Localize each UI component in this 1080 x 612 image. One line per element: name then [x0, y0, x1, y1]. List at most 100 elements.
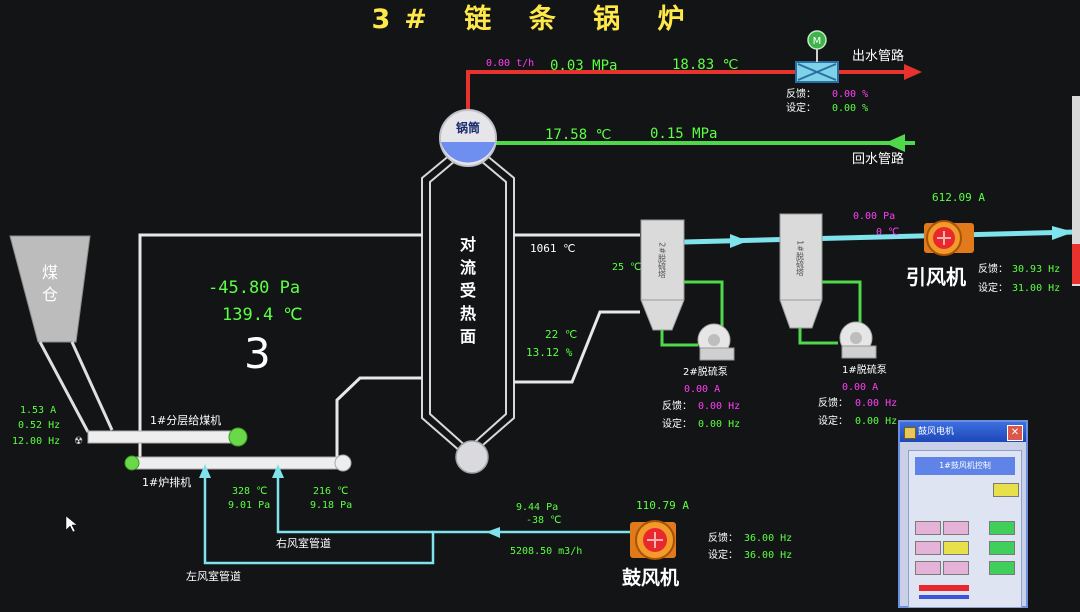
- right-duct-label: 右风室管道: [276, 536, 331, 550]
- idfan-feedback-label: 反馈：: [978, 262, 1008, 275]
- popup-green-button-3[interactable]: [989, 561, 1015, 575]
- svg-text:M: M: [813, 36, 822, 47]
- coal-bunker-label-2: 仓: [42, 285, 58, 304]
- outlet-temp: 18.83 ℃: [672, 57, 738, 73]
- popup-yellow-button-2[interactable]: [943, 541, 969, 555]
- outlet-valve-icon[interactable]: M: [795, 30, 839, 83]
- desulf-pump2-set: 0.00 Hz: [855, 416, 897, 427]
- desulf-pump2-current: 0.00 A: [842, 382, 878, 393]
- fdfan-set: 36.00 Hz: [744, 550, 792, 561]
- desulf-pump-2-icon[interactable]: [697, 323, 735, 361]
- outlet-pipe-label: 出水管路: [852, 48, 904, 64]
- mouse-cursor-icon: [65, 515, 78, 533]
- desulf-pump1-feedback-label: 反馈：: [662, 399, 692, 412]
- feeder-label: 1#分层给煤机: [150, 413, 221, 427]
- idfan-feedback: 30.93 Hz: [1012, 264, 1060, 275]
- convection-label-1: 对: [460, 235, 476, 254]
- idfan-set: 31.00 Hz: [1012, 283, 1060, 294]
- feeder-freq: 0.52 Hz: [18, 420, 60, 431]
- return-pressure: 0.15 MPa: [650, 126, 717, 142]
- air-pressure: 9.44 Pa: [516, 502, 558, 513]
- chain-grate[interactable]: [124, 454, 352, 472]
- outlet-flow: 0.00 t/h: [486, 58, 534, 69]
- desulf-tower1-label: 2#脱硫塔: [658, 242, 667, 279]
- desulfurization-tower-2[interactable]: [640, 219, 685, 331]
- idfan-label: 引风机: [906, 265, 966, 289]
- popup-pink-button-5[interactable]: [943, 561, 969, 575]
- desulf-pipe-1: [684, 280, 724, 330]
- desulf-pump2-label: 1#脱硫泵: [842, 363, 887, 376]
- convection-label-4: 热: [460, 304, 476, 323]
- flue-ducts: [138, 233, 640, 458]
- popup-body: 1#鼓风机控制: [908, 450, 1022, 608]
- return-pipe-label: 回水管路: [852, 151, 904, 167]
- grate-temp2: 216 ℃: [313, 486, 348, 497]
- return-temp: 17.58 ℃: [545, 127, 611, 143]
- layered-coal-feeder[interactable]: [87, 427, 248, 447]
- idfan-current: 612.09 A: [932, 191, 985, 204]
- fdfan-feedback: 36.00 Hz: [744, 533, 792, 544]
- feeder-current: 1.53 A: [20, 405, 56, 416]
- desulf-tower2-label: 1#脱硫塔: [796, 240, 805, 277]
- grate-pa1: 9.01 Pa: [228, 500, 270, 511]
- desulf-pump-1-icon[interactable]: [839, 321, 877, 359]
- outlet-set-label: 设定：: [786, 101, 816, 114]
- grate-pa2: 9.18 Pa: [310, 500, 352, 511]
- feeder-freq2: 12.00 Hz: [12, 436, 60, 447]
- idfan-temp: 0 ℃: [876, 227, 899, 238]
- idfan-set-label: 设定：: [978, 281, 1008, 294]
- flue-pct: 13.12 %: [526, 346, 573, 359]
- desulf-pump1-set: 0.00 Hz: [698, 419, 740, 430]
- flue-temp-top: 1061 ℃: [530, 242, 575, 255]
- fan-control-popup[interactable]: 鼓风电机 ✕ 1#鼓风机控制: [898, 420, 1028, 608]
- popup-pink-button-2[interactable]: [943, 521, 969, 535]
- popup-pink-button-1[interactable]: [915, 521, 941, 535]
- flue-gas-pipe: [683, 226, 1076, 248]
- popup-progress-bar: [919, 585, 969, 591]
- forced-draft-fan-icon[interactable]: [630, 520, 676, 560]
- air-temp: -38 ℃: [526, 515, 561, 526]
- right-edge-panel: [1072, 96, 1080, 286]
- desulfurization-tower-1[interactable]: [779, 213, 823, 329]
- fdfan-label: 鼓风机: [622, 566, 679, 589]
- drum-label: 锅筒: [456, 120, 480, 135]
- desulf-pump2-feedback: 0.00 Hz: [855, 398, 897, 409]
- desulf-pipe-1b: [660, 330, 698, 347]
- coal-bunker[interactable]: [9, 235, 114, 433]
- outlet-feedback-label: 反馈：: [786, 87, 816, 100]
- fdfan-feedback-label: 反馈：: [708, 531, 738, 544]
- popup-green-button-2[interactable]: [989, 541, 1015, 555]
- close-icon[interactable]: ✕: [1007, 425, 1023, 441]
- outlet-pressure: 0.03 MPa: [550, 58, 617, 74]
- fdfan-set-label: 设定：: [708, 548, 738, 561]
- flue-temp-22: 22 ℃: [545, 328, 577, 341]
- desulf-pump1-current: 0.00 A: [684, 384, 720, 395]
- coal-bunker-label-1: 煤: [42, 263, 58, 282]
- desulf-pump2-feedback-label: 反馈：: [818, 396, 848, 409]
- convection-label-2: 流: [460, 258, 476, 277]
- grate-temp1: 328 ℃: [232, 486, 267, 497]
- furnace-pressure: -45.80 Pa: [208, 278, 300, 298]
- desulf-pump1-label: 2#脱硫泵: [683, 365, 728, 378]
- air-ducts: [199, 464, 630, 565]
- idfan-pressure: 0.00 Pa: [853, 211, 895, 222]
- popup-titlebar[interactable]: 鼓风电机 ✕: [900, 422, 1026, 442]
- popup-green-button-1[interactable]: [989, 521, 1015, 535]
- induced-draft-fan-icon[interactable]: [924, 220, 974, 256]
- furnace-number: 3: [244, 329, 271, 378]
- popup-pink-button-3[interactable]: [915, 541, 941, 555]
- fdfan-current: 110.79 A: [636, 499, 689, 512]
- convection-label-5: 面: [460, 327, 476, 346]
- desulf-pump2-set-label: 设定：: [818, 414, 848, 427]
- steam-drum[interactable]: [439, 109, 497, 167]
- svg-text:☢: ☢: [74, 436, 83, 447]
- desulf-pipe-2: [822, 280, 862, 325]
- desulf-pump1-feedback: 0.00 Hz: [698, 401, 740, 412]
- grate-label: 1#炉排机: [142, 475, 191, 489]
- popup-yellow-button[interactable]: [993, 483, 1019, 497]
- lower-drum: [455, 440, 489, 474]
- air-flow: 5208.50 m3/h: [510, 546, 582, 557]
- fan-small-icon: ☢: [74, 436, 83, 447]
- popup-pink-button-4[interactable]: [915, 561, 941, 575]
